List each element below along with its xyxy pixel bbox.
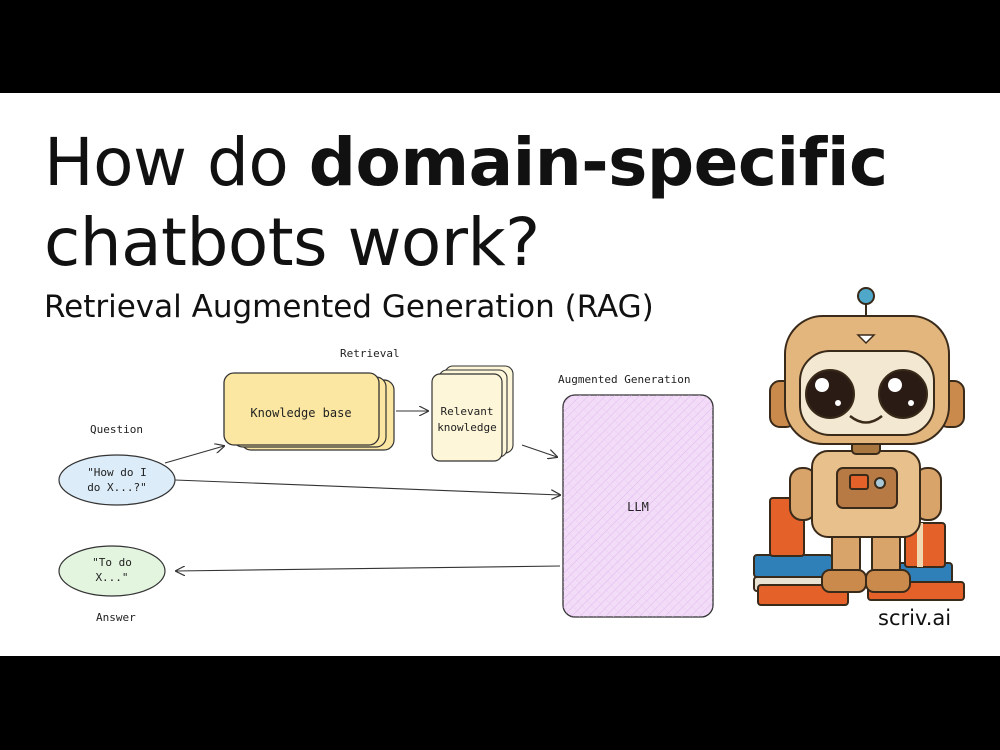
answer-text-line2: X..." bbox=[95, 571, 128, 584]
question-label: Question bbox=[90, 423, 143, 436]
arrow-relevant-to-llm bbox=[521, 444, 557, 457]
slide-subtitle: Retrieval Augmented Generation (RAG) bbox=[44, 289, 654, 325]
retrieval-label: Retrieval bbox=[340, 347, 400, 360]
question-text-line1: "How do I bbox=[87, 466, 147, 479]
arrow-question-to-knowledge bbox=[164, 446, 224, 464]
robot-eyes bbox=[805, 369, 928, 419]
robot-illustration bbox=[753, 287, 965, 606]
arrow-llm-to-answer bbox=[176, 565, 561, 571]
llm-box: LLM bbox=[562, 394, 714, 618]
augmented-generation-label: Augmented Generation bbox=[558, 373, 690, 386]
relevant-knowledge-stack: Relevant knowledge bbox=[431, 365, 514, 462]
relevant-text-line2: knowledge bbox=[437, 421, 497, 434]
title-bold-text: domain-specific bbox=[308, 124, 888, 201]
knowledge-base-stack: Knowledge base bbox=[223, 372, 395, 451]
knowledge-base-text: Knowledge base bbox=[250, 406, 351, 420]
title-line2: chatbots work? bbox=[44, 204, 540, 281]
question-text-line2: do X...?" bbox=[87, 481, 147, 494]
title-regular-text: How do bbox=[44, 124, 309, 201]
answer-text-line1: "To do bbox=[92, 556, 132, 569]
arrow-question-to-llm bbox=[174, 479, 560, 495]
rag-diagram: Retrieval Augmented Generation Question … bbox=[58, 287, 965, 624]
answer-label: Answer bbox=[96, 611, 136, 624]
answer-bubble: "To do X..." bbox=[58, 545, 166, 597]
question-bubble: "How do I do X...?" bbox=[58, 454, 176, 506]
relevant-text-line1: Relevant bbox=[441, 405, 494, 418]
brand-text: scriv.ai bbox=[878, 606, 952, 630]
llm-text: LLM bbox=[627, 500, 649, 514]
book-stack-icon bbox=[753, 497, 965, 606]
